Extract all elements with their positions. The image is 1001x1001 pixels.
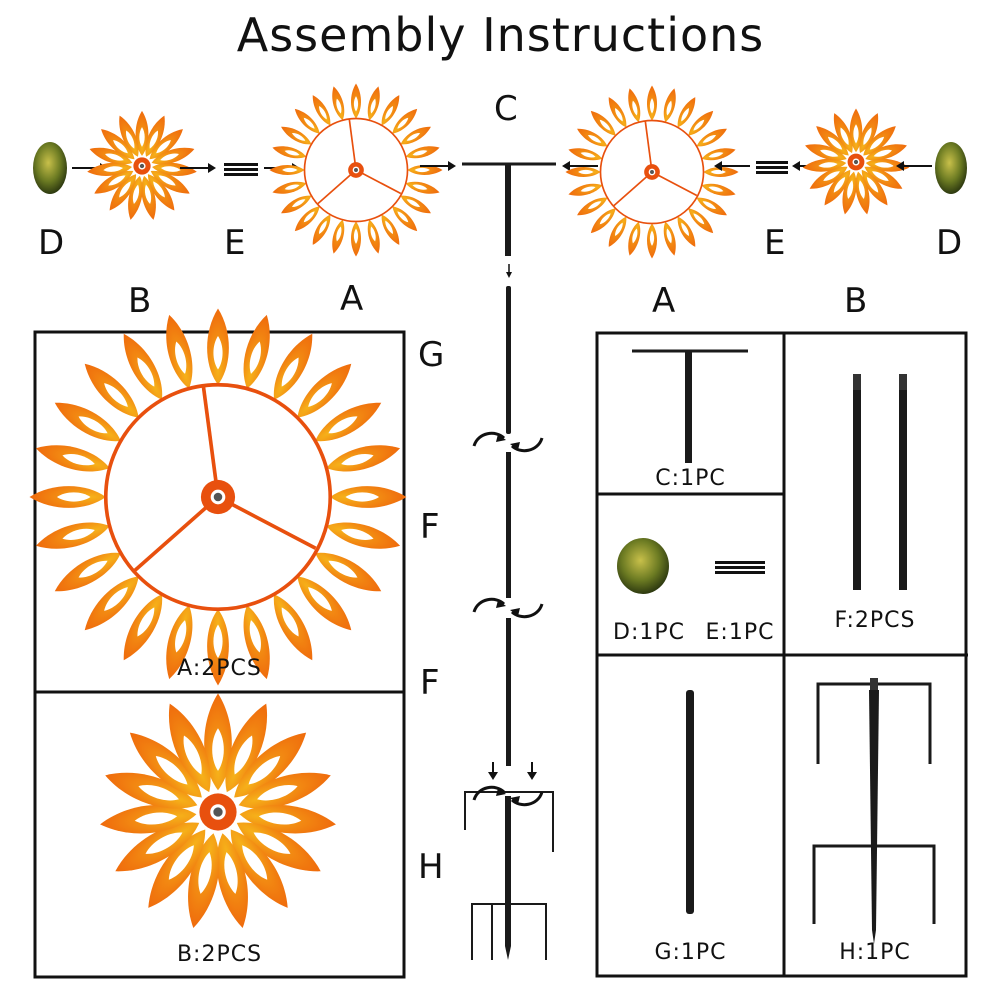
part-e-spacer (715, 561, 765, 574)
step-label-h: H (418, 847, 444, 887)
caption-a: A:2PCS (177, 656, 262, 681)
step-label-f1: F (420, 507, 440, 547)
spacer-e-left (224, 163, 258, 176)
label-d-right: D (936, 223, 963, 263)
step-label-g: G (418, 335, 445, 375)
label-d-left: D (38, 223, 65, 263)
caption-d: D:1PC (613, 620, 685, 645)
flower-a-right (565, 85, 738, 258)
arrow-down-icon (488, 762, 537, 780)
caption-e: E:1PC (705, 620, 775, 645)
cap-d-right (935, 142, 967, 194)
flower-a-left (269, 83, 443, 257)
caption-h: H:1PC (839, 940, 911, 965)
part-b-flower (99, 693, 338, 930)
label-e-right: E (764, 223, 786, 263)
flower-b-right (802, 108, 910, 215)
t-bar-c-top (462, 162, 556, 256)
label-a-left: A (340, 279, 364, 319)
label-b-left: B (128, 281, 152, 321)
label-c: C (494, 89, 518, 129)
part-c-tbar (632, 349, 748, 463)
caption-g: G:1PC (654, 940, 727, 965)
part-f-poles (853, 374, 907, 590)
twist-icon (472, 431, 544, 453)
label-a-right: A (652, 281, 676, 321)
cap-d-left (33, 142, 67, 194)
caption-f: F:2PCS (834, 608, 916, 633)
flower-b-left (86, 110, 198, 222)
pole-assembly (464, 286, 554, 960)
caption-c: C:1PC (655, 466, 726, 491)
part-d-cap (617, 538, 669, 594)
step-label-f2: F (420, 663, 440, 703)
part-a-flower (30, 309, 407, 686)
twist-icon (472, 597, 544, 619)
part-h-stake (812, 678, 936, 944)
caption-b: B:2PCS (176, 942, 263, 967)
label-b-right: B (844, 281, 868, 321)
label-e-left: E (224, 223, 246, 263)
part-g-pole (686, 690, 694, 914)
spacer-e-right (756, 161, 788, 174)
page-title: Assembly Instructions (236, 8, 765, 62)
